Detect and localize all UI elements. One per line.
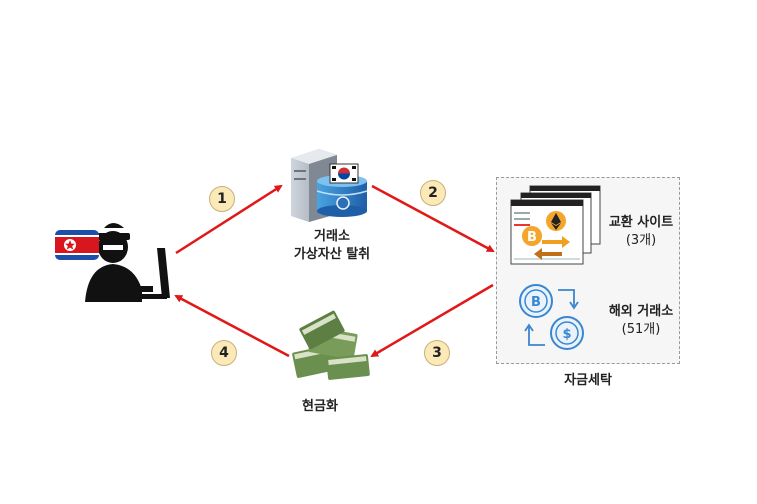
step-3-badge: 3 (424, 340, 450, 366)
north-korea-flag-icon (55, 230, 99, 260)
step-1-badge: 1 (209, 186, 235, 212)
overseas-label: 해외 거래소 (51개) (596, 303, 686, 339)
overseas-label-line2: (51개) (621, 322, 661, 337)
arrow-step4 (174, 294, 290, 358)
arrow-step2 (371, 184, 495, 253)
south-korea-flag-icon (329, 163, 359, 184)
cash-money-icon (292, 310, 370, 380)
arrow-step3 (370, 283, 494, 358)
exchange-label-line2: 가상자산 탈취 (293, 247, 371, 262)
step-2-badge: 2 (420, 180, 446, 206)
cashing-label: 현금화 (302, 399, 338, 414)
swap-sites-label: 교환 사이트 (3개) (596, 214, 686, 250)
exchange-label: 거래소 가상자산 탈취 (270, 228, 394, 264)
step-4-badge: 4 (211, 340, 237, 366)
exchange-label-line1: 거래소 (314, 229, 350, 244)
hacker-icon (85, 223, 170, 302)
arrow-step1 (175, 184, 283, 255)
laundering-label: 자금세탁 (564, 373, 612, 388)
overseas-label-line1: 해외 거래소 (608, 304, 674, 319)
swap-sites-label-line2: (3개) (625, 233, 657, 248)
swap-sites-label-line1: 교환 사이트 (608, 215, 674, 230)
